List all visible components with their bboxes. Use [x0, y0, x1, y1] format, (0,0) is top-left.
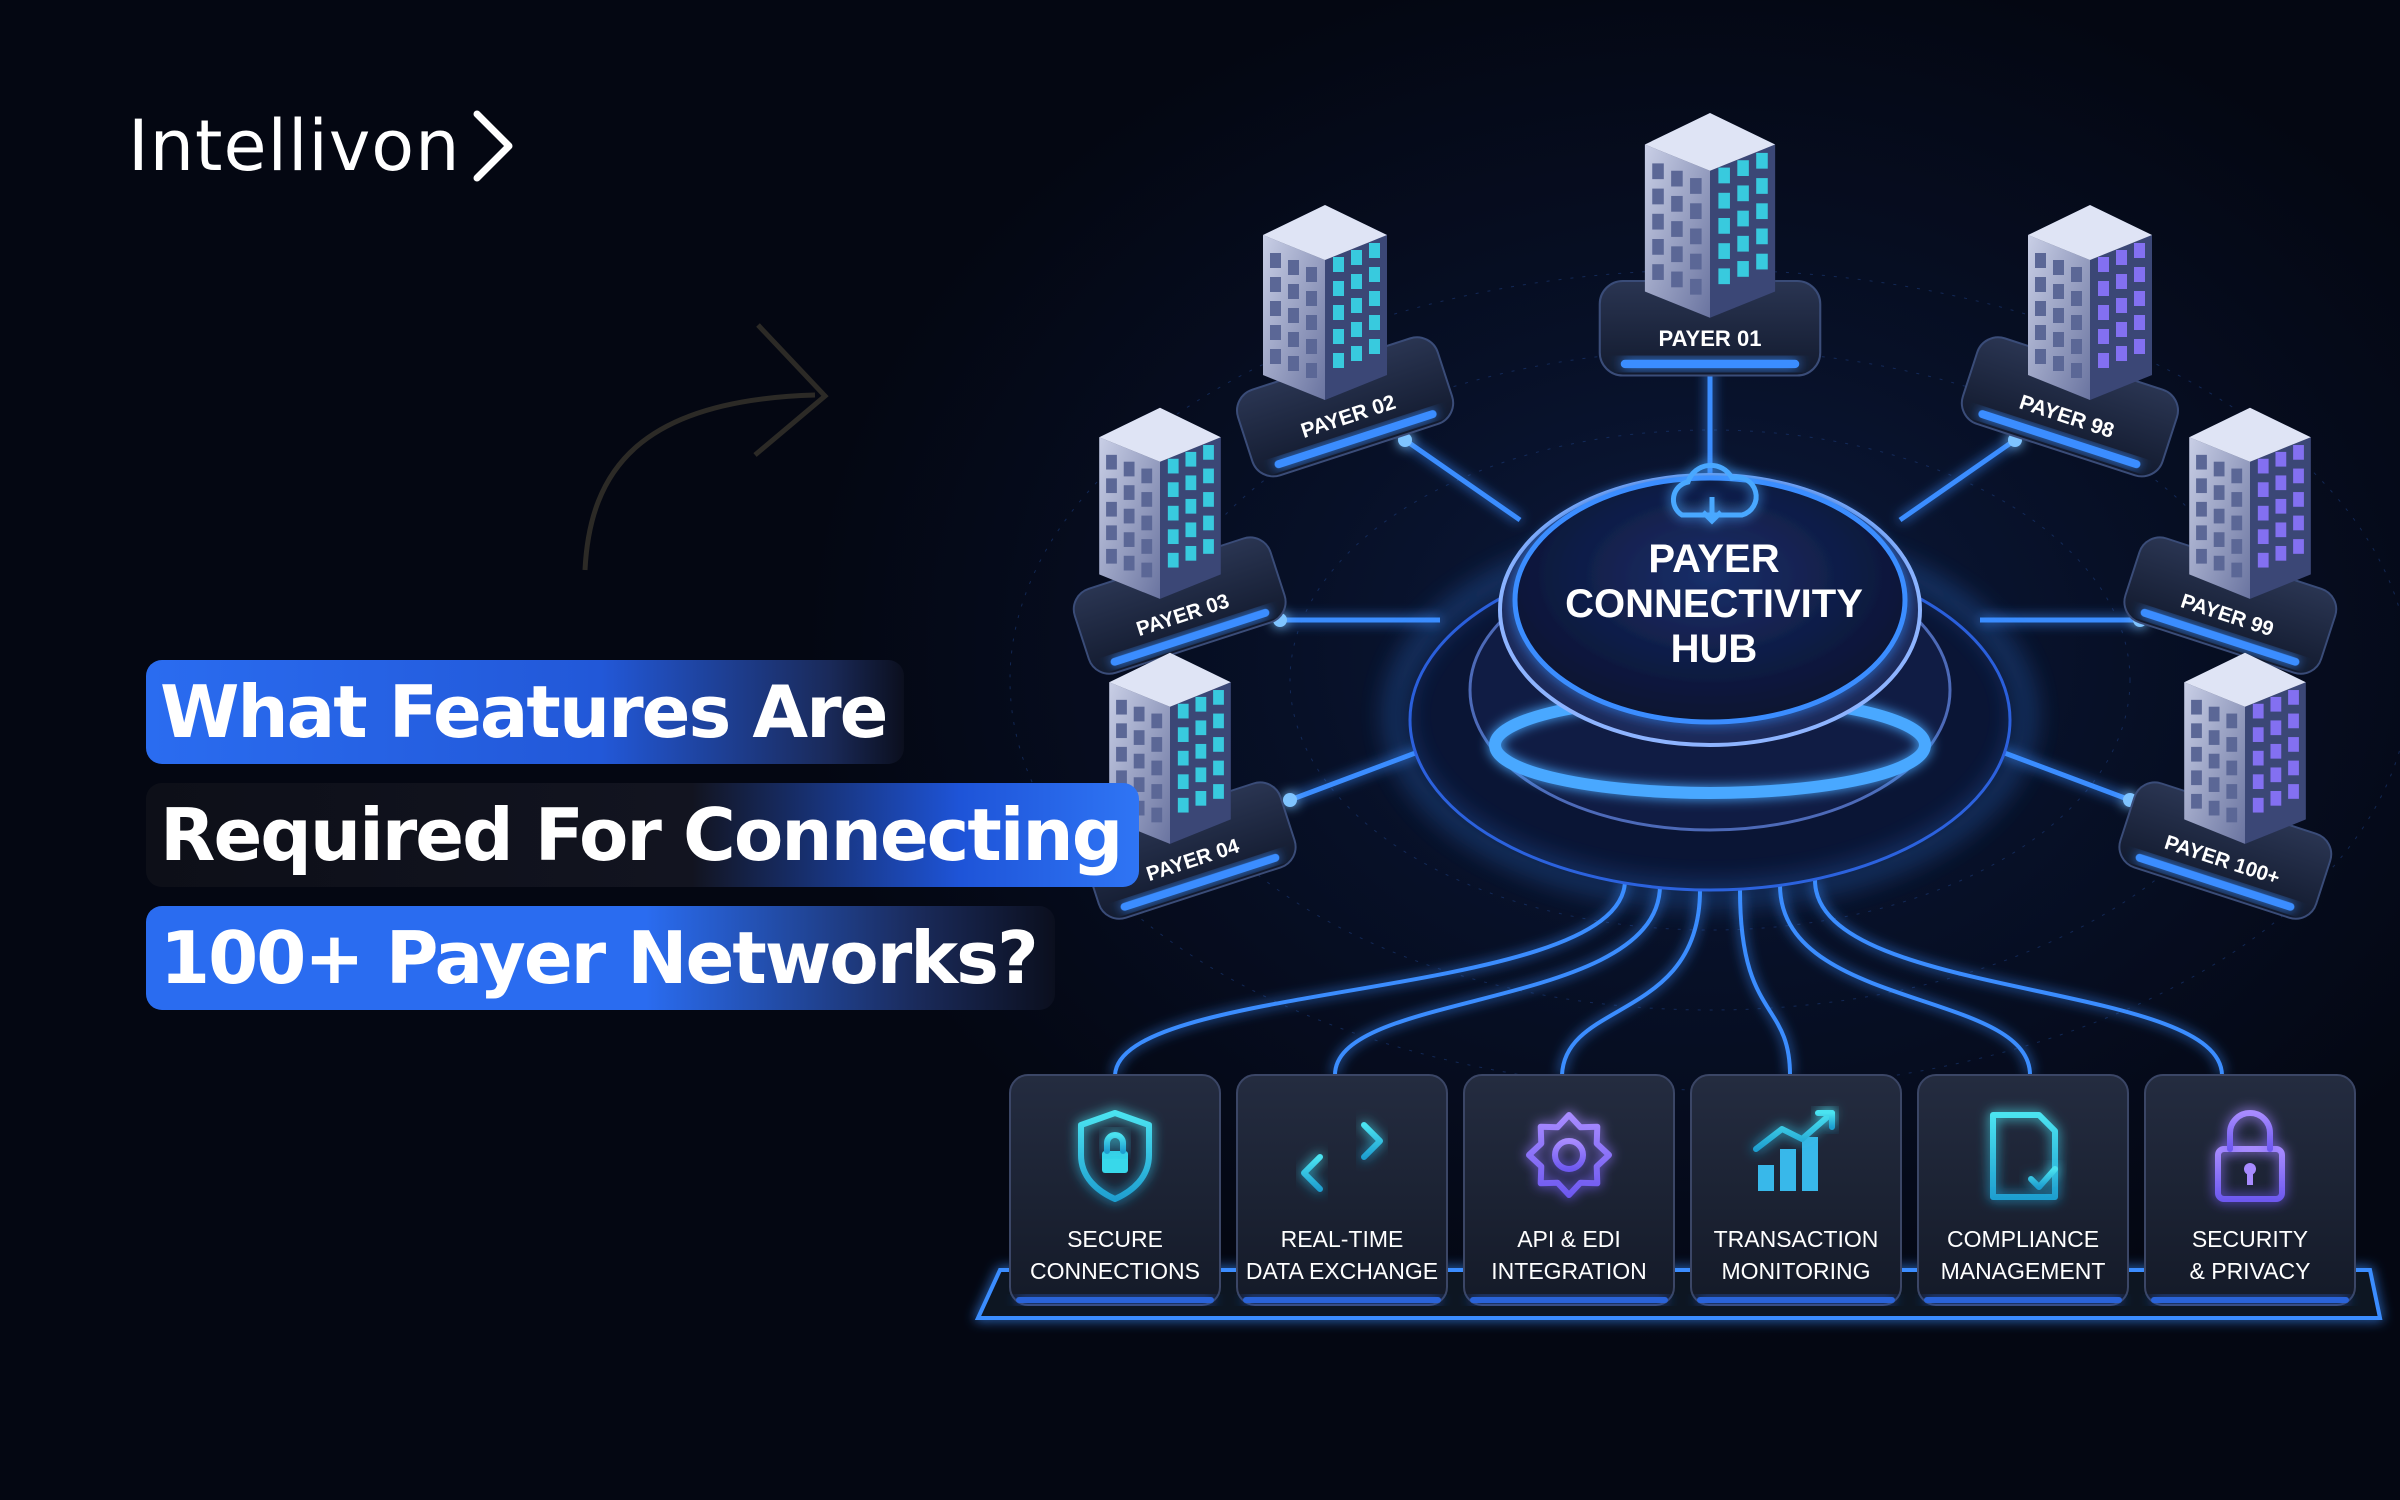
feature-label-line: DATA EXCHANGE [1246, 1258, 1438, 1284]
brand-logo: Intellivon [128, 105, 517, 187]
brand-name: Intellivon [128, 105, 461, 187]
feature-label-line: & PRIVACY [2190, 1258, 2311, 1284]
hub-label-line-2: CONNECTIVITY [1565, 582, 1863, 626]
decorative-arrow-icon [582, 392, 816, 571]
headline-line-1: What Features Are [146, 660, 905, 764]
payer-node: PAYER 03 [1072, 407, 1287, 675]
building-icon [1644, 113, 1776, 318]
bar-chart-icon [1753, 1110, 1835, 1191]
feature-label-line: INTEGRATION [1491, 1258, 1646, 1284]
feature-label-line: MONITORING [1721, 1258, 1870, 1284]
payer-node: PAYER 99 [2123, 407, 2338, 675]
headline-line-3: 100+ Payer Networks? [146, 906, 1055, 1010]
feature-card: SECURE CONNECTIONS [1009, 1074, 1221, 1306]
headline: What Features Are Required For Connectin… [146, 660, 1140, 1029]
shield-lock-icon [1078, 1110, 1152, 1202]
payer-node: PAYER 01 [1598, 113, 1822, 377]
document-check-icon [1990, 1112, 2058, 1200]
decorative-arrow-head-icon [753, 323, 829, 457]
feature-label-line: REAL-TIME [1281, 1226, 1404, 1252]
feature-connectors [1113, 879, 2224, 1076]
feature-card: SECURITY & PRIVACY [2144, 1074, 2356, 1306]
feature-card: REAL-TIME DATA EXCHANGE [1236, 1074, 1448, 1306]
padlock-icon [2215, 1110, 2285, 1202]
building-icon [2189, 407, 2311, 599]
building-icon [2028, 205, 2152, 400]
feature-label-line: MANAGEMENT [1941, 1258, 2106, 1284]
feature-card: COMPLIANCE MANAGEMENT [1917, 1074, 2129, 1306]
feature-card: TRANSACTION MONITORING [1690, 1074, 1902, 1306]
hub-label-line-3: HUB [1671, 627, 1758, 671]
payer-node: PAYER 100+ [2118, 652, 2333, 920]
building-icon [1263, 205, 1387, 400]
feature-label-line: SECURE [1067, 1226, 1163, 1252]
swap-arrows-icon [1301, 1122, 1383, 1192]
feature-label-line: API & EDI [1517, 1226, 1621, 1252]
gear-icon [1526, 1112, 1612, 1198]
payer-node: PAYER 02 [1236, 205, 1455, 478]
payer-node: PAYER 98 [1960, 205, 2179, 478]
building-icon [1099, 407, 1221, 599]
hub-label-line-1: PAYER [1648, 537, 1779, 581]
chevron-right-icon [473, 110, 512, 182]
headline-line-2: Required For Connecting [146, 783, 1140, 887]
feature-label-line: TRANSACTION [1714, 1226, 1879, 1252]
feature-cards: SECURE CONNECTIONS REAL-TIME DATA EXCHANGE A… [1009, 1074, 2356, 1306]
feature-label-line: CONNECTIONS [1030, 1258, 1200, 1284]
feature-label-line: SECURITY [2192, 1226, 2308, 1252]
cloud-icon [1671, 462, 1759, 525]
building-icon [2184, 652, 2306, 844]
feature-card: API & EDI INTEGRATION [1463, 1074, 1675, 1306]
feature-label-line: COMPLIANCE [1947, 1226, 2099, 1252]
connectivity-hub: PAYER CONNECTIVITY HUB [1391, 462, 2029, 899]
payer-label: PAYER 01 [1659, 326, 1762, 351]
